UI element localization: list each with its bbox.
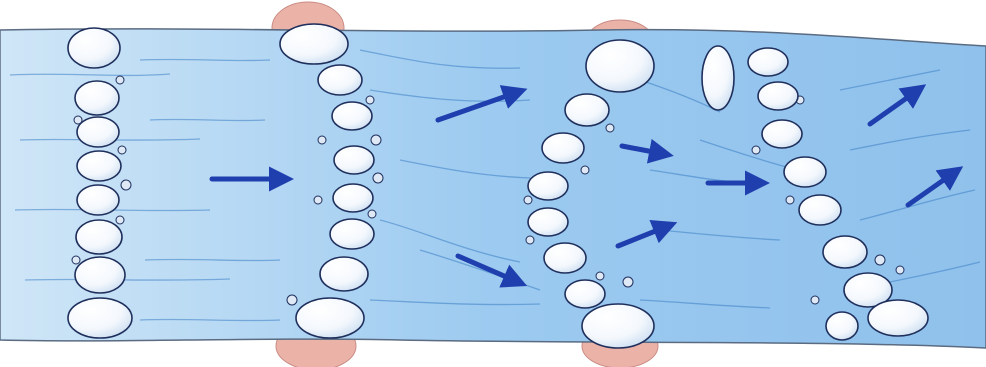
boulder-icon [296,298,364,338]
pebble [373,173,383,183]
pebble [116,76,124,84]
boulder-icon [823,236,867,268]
boulder-icon [565,94,609,126]
boulder-icon [702,46,734,110]
boulder-icon [320,257,368,291]
boulder-icon [77,151,121,181]
boulder-icon [68,298,132,338]
pebble [318,136,326,144]
boulder-icon [330,219,374,249]
boulder-icon [582,304,654,348]
pebble [366,96,374,104]
pebble [896,266,904,274]
boulder-icon [748,48,788,76]
pebble [524,196,532,204]
boulder-icon [565,280,605,308]
boulder-icon [334,146,374,174]
boulder-icon [544,243,586,273]
boulder-icon [586,40,654,92]
pebble [526,236,534,244]
boulder-icon [77,185,119,215]
boulder-icon [332,102,372,130]
boulder-icon [784,157,826,187]
boulder-icon [762,120,802,148]
pebble [287,295,297,305]
boulder-icon [75,257,125,293]
pebble [121,180,131,190]
boulder-icon [868,300,928,336]
boulder-icon [77,117,119,147]
boulder-icon [318,65,362,95]
pebble [875,255,885,265]
pebble [786,196,794,204]
pebble [371,135,381,145]
boulder-icon [280,24,348,64]
pebble [314,196,322,204]
boulder-icon [758,82,798,110]
river-channel [0,29,986,348]
pebble [118,146,126,154]
boulder-icon [76,220,122,254]
pebble [368,210,376,218]
boulder-icon [75,81,119,115]
pebble [581,166,589,174]
pebble [623,277,633,287]
boulder-icon [542,133,584,163]
pebble [72,256,80,264]
boulder-icon [528,208,568,236]
boulder-icon [333,184,373,212]
boulder-icon [799,195,841,225]
pebble [596,272,604,280]
boulder-icon [826,312,858,340]
pebble [606,124,614,132]
boulder-icon [528,172,568,200]
pebble [811,296,819,304]
pebble [752,146,760,154]
pebble [116,216,124,224]
boulder-icon [68,28,120,68]
